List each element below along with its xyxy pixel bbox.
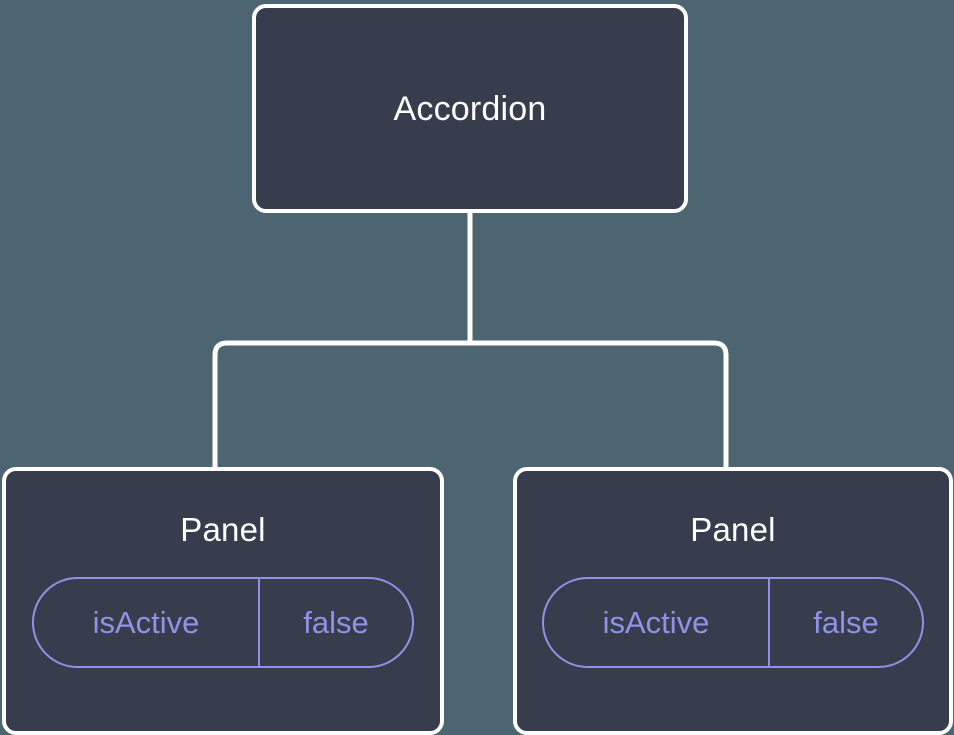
prop-value: false bbox=[768, 579, 922, 666]
node-label: Panel bbox=[690, 511, 776, 548]
tree-node-accordion[interactable]: Accordion bbox=[252, 4, 688, 213]
prop-pill[interactable]: isActive false bbox=[542, 577, 924, 668]
prop-key: isActive bbox=[92, 605, 200, 640]
tree-node-panel-2[interactable]: Panel isActive false bbox=[513, 467, 953, 735]
node-label: Accordion bbox=[393, 89, 547, 128]
tree-node-panel-1[interactable]: Panel isActive false bbox=[2, 467, 444, 735]
prop-value: false bbox=[258, 579, 412, 666]
prop-pill-container: isActive false bbox=[517, 577, 949, 668]
edge-bus-left bbox=[212, 340, 470, 472]
prop-pill-container: isActive false bbox=[6, 577, 440, 668]
node-label: Panel bbox=[180, 511, 266, 548]
prop-key: isActive bbox=[602, 605, 710, 640]
prop-pill[interactable]: isActive false bbox=[32, 577, 414, 668]
edge-bus-right bbox=[470, 340, 729, 472]
